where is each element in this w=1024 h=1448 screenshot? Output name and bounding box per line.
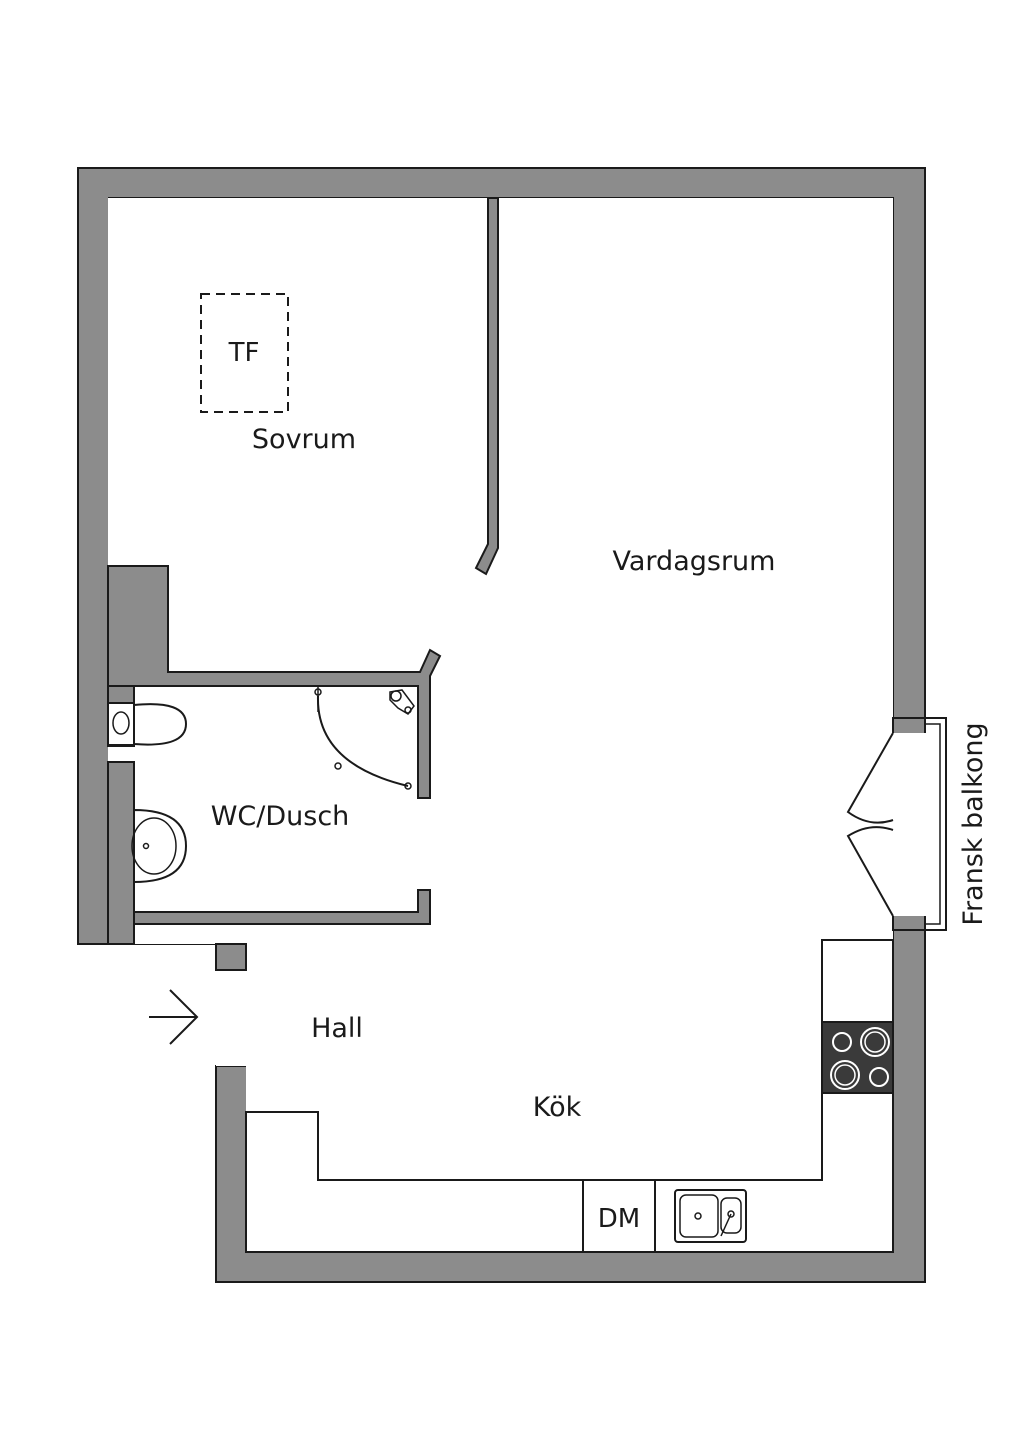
balcony-railing-inner [925, 723, 941, 925]
entrance-opening [214, 971, 217, 1065]
room-label-sovrum: Sovrum [252, 424, 356, 455]
wall-bedroom-west-block [107, 565, 442, 799]
room-label-hall: Hall [311, 1013, 363, 1044]
label-tf: TF [228, 338, 260, 368]
label-fransk-balkong: Fransk balkong [958, 722, 989, 925]
wall-hall-jamb [215, 943, 247, 971]
washbasin-icon [131, 808, 188, 884]
tf-wardrobe-outline [200, 293, 289, 413]
kitchen-sink-icon [674, 1189, 747, 1243]
stove-icon [821, 1021, 894, 1094]
room-label-vardagsrum: Vardagsrum [613, 546, 776, 577]
balcony-door-swing [846, 732, 894, 917]
toilet-icon [107, 702, 188, 746]
wall-bedroom-partition [474, 197, 499, 576]
label-dm: DM [598, 1204, 640, 1234]
balcony-opening [892, 733, 927, 916]
floor-area [108, 198, 893, 1180]
wall-wc-bottom [133, 889, 431, 925]
balcony-railing [892, 717, 947, 931]
wall-wc-west-lower [107, 761, 135, 945]
room-label-kok: Kök [533, 1092, 582, 1123]
entrance-arrow-icon [149, 989, 199, 1045]
shower-icon [314, 686, 415, 790]
kitchen-counter [246, 939, 893, 1181]
room-label-wc-dusch: WC/Dusch [211, 801, 350, 832]
